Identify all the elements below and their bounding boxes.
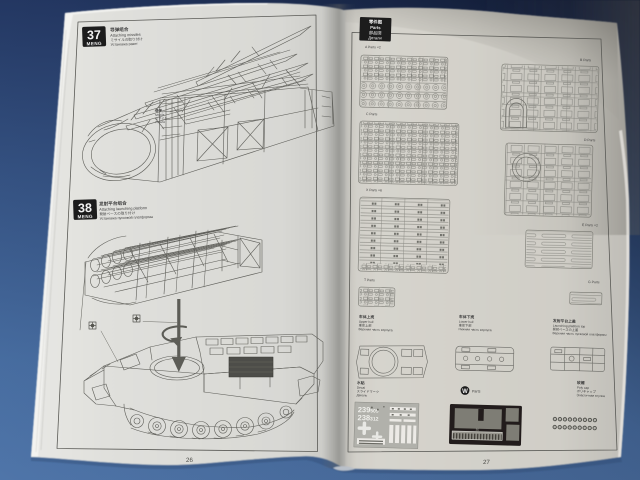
svg-text:车体下壳: 车体下壳 [459, 314, 475, 319]
svg-text:T Parts: T Parts [364, 278, 375, 282]
svg-text:W: W [462, 389, 468, 395]
svg-text:B Parts: B Parts [580, 58, 592, 62]
svg-text:Детали: Детали [368, 35, 382, 40]
svg-text:Parts: Parts [370, 25, 381, 30]
svg-text:Decal: Decal [357, 386, 366, 390]
svg-text:Lower hull: Lower hull [459, 320, 474, 324]
svg-text:Деколь: Деколь [357, 393, 368, 397]
svg-text:Установка пусковой платформы: Установка пусковой платформы [100, 215, 154, 221]
svg-text:Установка ракет: Установка ракет [111, 42, 139, 47]
svg-text:発射ベースの取り付け: 発射ベースの取り付け [99, 210, 135, 216]
svg-text:37: 37 [87, 28, 101, 42]
svg-text:Верхняя часть корпуса: Верхняя часть корпуса [359, 327, 393, 332]
svg-text:38: 38 [78, 201, 92, 215]
svg-text:ポリキャップ: ポリキャップ [577, 388, 597, 394]
svg-text:Launching platform top: Launching platform top [553, 324, 586, 329]
svg-text:Poly cap: Poly cap [577, 386, 590, 390]
svg-text:26: 26 [186, 457, 194, 464]
svg-text:软帽: 软帽 [577, 380, 585, 385]
svg-text:スライドマーク: スライドマーク [357, 388, 379, 394]
svg-text:Верхняя часть пусковой платфор: Верхняя часть пусковой платформы [553, 331, 608, 337]
svg-text:C Parts: C Parts [366, 112, 378, 116]
svg-text:水贴: 水贴 [356, 380, 365, 385]
svg-text:35: 35 [476, 428, 480, 432]
svg-text:Нижняя часть корпуса: Нижняя часть корпуса [459, 327, 492, 332]
svg-text:D Parts: D Parts [584, 138, 596, 142]
svg-text:発射ベースの上蓋: 発射ベースの上蓋 [553, 326, 579, 332]
svg-text:MENG: MENG [78, 214, 94, 220]
svg-text:Ракета: Ракета [155, 120, 165, 124]
svg-text:Эластичная втулка: Эластичная втулка [577, 393, 606, 398]
svg-text:車体上部: 車体上部 [359, 322, 373, 327]
svg-text:ミサイル: ミサイル [155, 115, 167, 120]
svg-text:Attaching missiles: Attaching missiles [110, 33, 141, 38]
svg-text:发射平台上盖: 发射平台上盖 [552, 318, 576, 324]
svg-text:A Parts ×2: A Parts ×2 [365, 45, 381, 49]
svg-text:零件图: 零件图 [368, 18, 383, 25]
svg-text:发射平台组合: 发射平台组合 [98, 200, 127, 208]
svg-text:238312: 238312 [357, 413, 378, 423]
svg-text:G Parts: G Parts [588, 280, 600, 284]
svg-text:Upper hull: Upper hull [359, 320, 374, 324]
svg-text:导弹组合: 导弹组合 [110, 26, 129, 34]
svg-text:部品図: 部品図 [369, 29, 382, 36]
svg-text:車体下部: 車体下部 [459, 322, 473, 327]
svg-text:ミサイルの取り付け: ミサイルの取り付け [110, 36, 143, 42]
svg-text:MENG: MENG [87, 41, 103, 47]
svg-text:Attaching launching platform: Attaching launching platform [99, 206, 147, 212]
svg-text:239505: 239505 [358, 405, 379, 415]
svg-text:27: 27 [483, 459, 491, 466]
svg-text:E Parts ×2: E Parts ×2 [582, 223, 598, 228]
svg-text:X Parts ×6: X Parts ×6 [366, 188, 382, 193]
svg-text:Parts: Parts [472, 390, 481, 394]
svg-text:导弹: 导弹 [155, 108, 163, 113]
svg-text:车体上壳: 车体上壳 [359, 314, 375, 319]
